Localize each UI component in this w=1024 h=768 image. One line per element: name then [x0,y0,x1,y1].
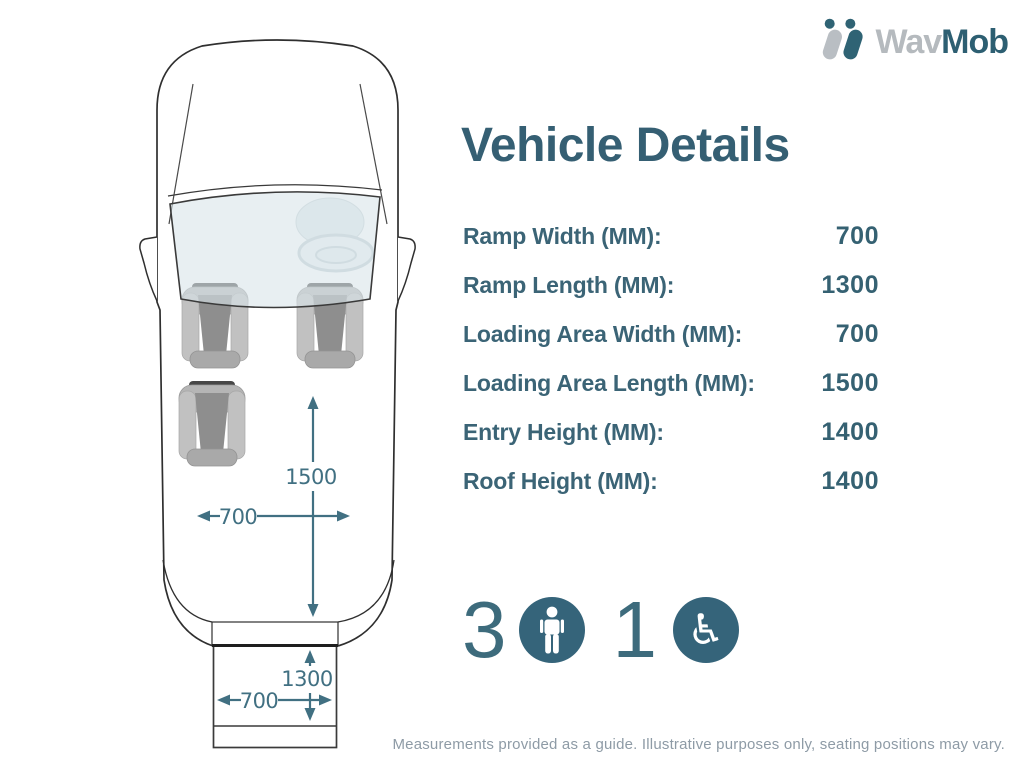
person-icon [539,606,564,654]
hood-line-right [359,83,388,225]
rear-left-seat [178,380,246,467]
car-body-outline [156,39,399,647]
loading-area-width-label: 700 [219,505,258,529]
wheelchair-icon: ♿ [687,605,725,654]
spec-row-loading-area-width: Loading Area Width (MM): 700 [463,320,879,348]
wavmob-logo-text: WavMob [875,20,1009,64]
ramp-width-dimension [217,694,332,706]
left-mirror [139,236,158,302]
spec-row-loading-area-length: Loading Area Length (MM): 1500 [463,369,879,397]
tailgate-curve-left [162,559,213,623]
logo-text-wav: Wav [875,23,942,61]
windshield-frame [167,184,383,197]
hood-line-left [168,83,194,225]
ramp-length-label: 1300 [281,667,332,691]
tailgate-section [211,621,339,646]
wavmob-logo: WavMob [821,16,1009,64]
spec-label: Loading Area Width (MM): [463,321,743,347]
spec-label: Ramp Length (MM): [463,272,675,298]
page-title: Vehicle Details [461,119,790,172]
spec-list: Ramp Width (MM): 700 Ramp Length (MM): 1… [463,222,879,516]
spec-label: Ramp Width (MM): [463,223,662,249]
disclaimer-text: Measurements provided as a guide. Illust… [392,736,1005,753]
wheelchair-count: 1 [612,585,658,674]
spec-value: 1400 [821,467,879,495]
windshield-glass [169,191,381,309]
spec-value: 1500 [821,369,879,397]
wavmob-logo-icon [823,18,864,60]
wheelchair-badge: ♿ [673,597,739,663]
ramp-width-label: 700 [240,689,279,713]
right-mirror [397,236,416,302]
spec-row-ramp-length: Ramp Length (MM): 1300 [463,271,879,299]
spec-label: Loading Area Length (MM): [463,370,755,396]
person-badge [518,597,585,663]
spec-value: 700 [835,222,879,250]
spec-row-entry-height: Entry Height (MM): 1400 [463,418,879,446]
tailgate-curve-right [337,559,395,623]
spec-label: Roof Height (MM): [463,468,658,494]
loading-area-length-label: 1500 [285,465,336,489]
ramp-length-dimension [304,650,316,721]
spec-value: 700 [835,320,879,348]
spec-row-roof-height: Roof Height (MM): 1400 [463,467,879,495]
spec-value: 1400 [821,418,879,446]
spec-value: 1300 [821,271,879,299]
logo-text-mob: Mob [941,23,1009,61]
spec-row-ramp-width: Ramp Width (MM): 700 [463,222,879,250]
spec-label: Entry Height (MM): [463,419,664,445]
capacity-row: 3 1 ♿ [462,588,739,672]
seat-count: 3 [462,585,507,674]
vehicle-top-view-diagram: 1500 700 1300 700 [139,39,416,749]
loading-area-width-dimension [197,510,350,522]
loading-area-length-dimension [307,396,319,617]
ramp [212,644,338,749]
